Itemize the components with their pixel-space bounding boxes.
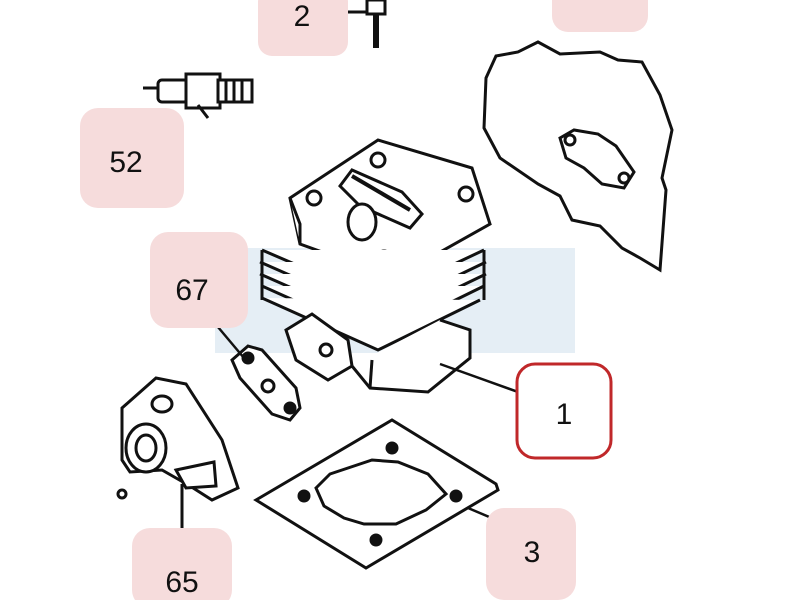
callout-65[interactable]: 65 bbox=[132, 528, 232, 600]
part-muffler-gasket[interactable] bbox=[482, 40, 674, 273]
callout-2[interactable]: 2 bbox=[258, 0, 348, 56]
callout-3[interactable]: 3 bbox=[486, 508, 576, 600]
callout-label: 67 bbox=[175, 274, 208, 307]
callout-label: 65 bbox=[165, 566, 198, 599]
callout-label: 3 bbox=[524, 536, 541, 569]
callout-label: 52 bbox=[109, 146, 142, 179]
callout-67[interactable]: 67 bbox=[150, 232, 248, 328]
part-base-gasket[interactable] bbox=[253, 418, 500, 570]
part-cylinder[interactable] bbox=[259, 138, 492, 394]
part-screw[interactable] bbox=[332, 0, 387, 48]
part-intake-gasket[interactable] bbox=[230, 344, 302, 422]
callout-1[interactable]: 1 bbox=[515, 362, 613, 460]
part-intake-manifold[interactable] bbox=[116, 376, 240, 502]
callout-top-right bbox=[552, 0, 648, 32]
callout-52[interactable]: 52 bbox=[80, 108, 184, 208]
callout-label: 1 bbox=[556, 398, 573, 431]
callout-label: 2 bbox=[294, 0, 311, 33]
part-spark-plug[interactable] bbox=[143, 72, 254, 119]
